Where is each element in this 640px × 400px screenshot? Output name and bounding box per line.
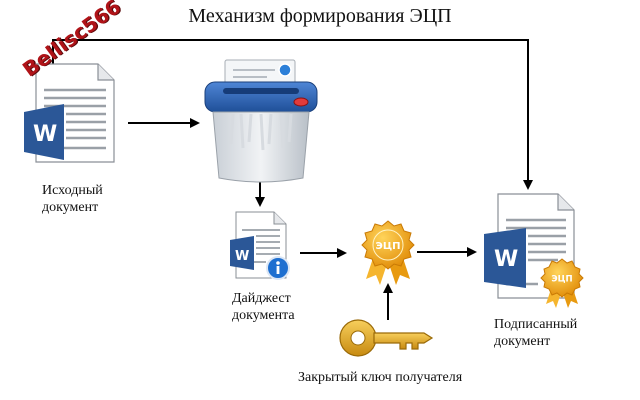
signature-seal-icon: ЭЦП: [361, 220, 415, 285]
word-letter: W: [494, 247, 518, 272]
signed-label-line1: Подписанный: [494, 317, 578, 332]
word-letter: W: [235, 249, 249, 264]
private-key-icon: [339, 319, 434, 357]
digest-label-line1: Дайджест: [232, 291, 291, 306]
seal-label: ЭЦП: [376, 241, 401, 252]
signed-document-icon: W ЭЦП: [484, 193, 584, 308]
source-label-line1: Исходный: [42, 183, 103, 198]
diagram-title: Механизм формирования ЭЦП: [188, 5, 452, 27]
shredder-icon: [204, 59, 318, 183]
signed-label-line2: документ: [494, 334, 551, 349]
connector-top-route: [52, 39, 533, 190]
word-letter: W: [33, 122, 57, 147]
signed-label: Подписанный документ: [494, 316, 577, 350]
private-key-label: Закрытый ключ получателя: [298, 370, 463, 385]
source-document-icon: W: [24, 63, 115, 163]
source-label: Исходный документ: [42, 182, 103, 216]
source-label-line2: документ: [42, 200, 99, 215]
digest-document-icon: W: [230, 211, 290, 280]
digest-label: Дайджест документа: [232, 290, 295, 324]
seal-label: ЭЦП: [551, 275, 572, 285]
signed-seal-icon: ЭЦП: [540, 258, 584, 308]
digest-label-line2: документа: [232, 308, 295, 323]
